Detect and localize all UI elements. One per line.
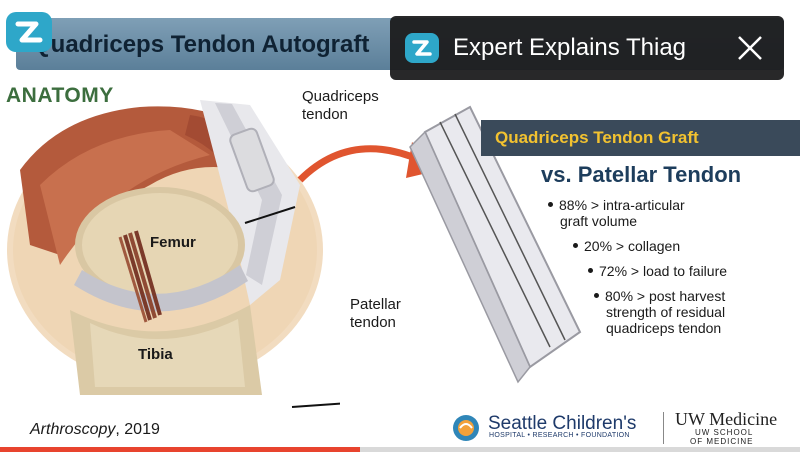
quadriceps-tendon-label: Quadriceps tendon <box>302 88 379 123</box>
video-title-overlay <box>390 16 784 80</box>
graft-banner-text: Quadriceps Tendon Graft <box>495 128 699 147</box>
tibia-label: Tibia <box>138 346 173 363</box>
anatomy-heading: ANATOMY <box>6 84 114 107</box>
bullet-icon <box>548 201 553 207</box>
bullet-icon <box>588 267 593 273</box>
uw-school-line-2: OF MEDICINE <box>690 437 754 446</box>
graft-illustration <box>409 105 582 384</box>
slide-title: Quadriceps Tendon Autograft <box>32 31 370 58</box>
stat-item: 72% > load to failure <box>588 263 727 279</box>
bullet-icon <box>573 242 578 248</box>
bullet-icon <box>594 292 599 298</box>
logo-divider <box>663 412 664 444</box>
channel-logo-icon[interactable] <box>404 32 440 64</box>
stat-item: 88% > intra-articular graft volume <box>548 197 685 229</box>
seattle-childrens-subtitle: HOSPITAL • RESEARCH • FOUNDATION <box>489 432 630 439</box>
citation: Arthroscopy, 2019 <box>30 421 160 438</box>
playback-progress-track[interactable] <box>0 447 800 452</box>
uw-medicine-name: UW Medicine <box>675 409 778 429</box>
stat-item: 80% > post harvest strength of residual … <box>594 288 725 336</box>
vs-heading: vs. Patellar Tendon <box>541 162 742 187</box>
close-icon[interactable] <box>734 32 766 64</box>
stat-item: 20% > collagen <box>573 238 680 254</box>
seattle-childrens-name: Seattle Children's <box>488 413 637 434</box>
knee-anatomy-illustration <box>7 100 340 408</box>
app-logo-icon <box>6 12 52 52</box>
femur-label: Femur <box>150 234 196 251</box>
seattle-childrens-logo-icon <box>453 415 479 441</box>
playback-progress-fill[interactable] <box>0 447 360 452</box>
video-title[interactable]: Expert Explains Thiag <box>453 34 687 61</box>
graft-banner <box>481 120 800 156</box>
patellar-tendon-label: Patellar tendon <box>350 296 401 331</box>
uw-school-line-1: UW SCHOOL <box>695 428 754 437</box>
